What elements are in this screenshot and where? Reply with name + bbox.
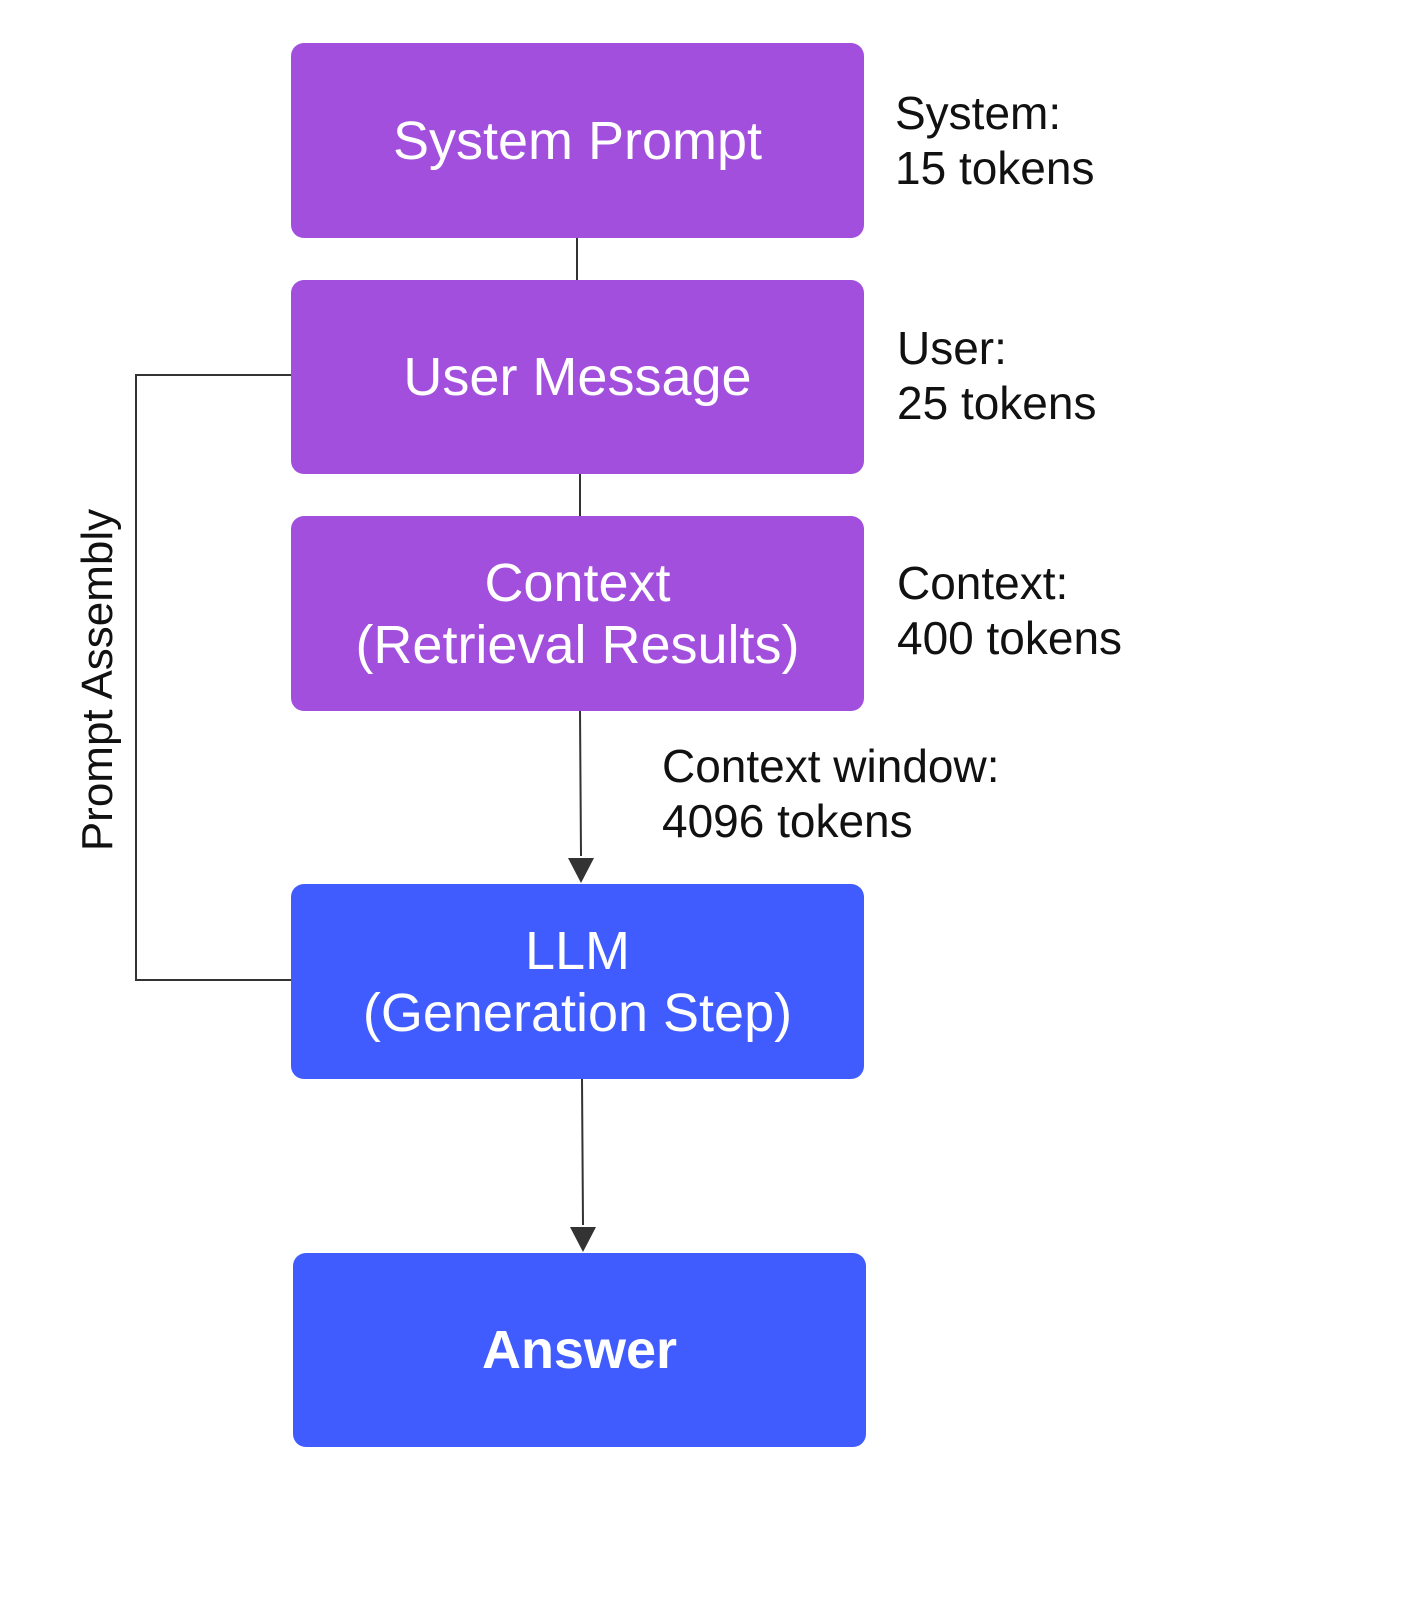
user-token-count: 25 tokens <box>897 377 1097 429</box>
context-token-title: Context: <box>897 557 1069 609</box>
arrow-context-to-llm-head <box>568 858 594 883</box>
system-token-title: System: <box>895 87 1062 139</box>
context-sublabel: (Retrieval Results) <box>355 614 800 675</box>
user-message-node: User Message <box>291 280 864 474</box>
user-token-note: User: 25 tokens <box>897 321 1096 431</box>
llm-node: LLM (Generation Step) <box>291 884 864 1079</box>
context-token-note: Context: 400 tokens <box>897 556 1122 666</box>
context-window-title: Context window: <box>662 740 1000 792</box>
user-token-title: User: <box>897 322 1007 374</box>
system-prompt-node: System Prompt <box>291 43 864 238</box>
system-token-count: 15 tokens <box>895 142 1095 194</box>
context-window-note: Context window: 4096 tokens <box>662 739 1000 849</box>
prompt-assembly-label: Prompt Assembly <box>73 508 122 852</box>
context-node: Context (Retrieval Results) <box>291 516 864 711</box>
system-token-note: System: 15 tokens <box>895 86 1094 196</box>
context-window-count: 4096 tokens <box>662 795 913 847</box>
arrow-llm-to-answer <box>581 1078 584 1226</box>
context-label: Context <box>484 552 671 613</box>
prompt-assembly-bracket <box>135 374 291 981</box>
llm-sublabel: (Generation Step) <box>362 982 793 1043</box>
system-prompt-label: System Prompt <box>392 110 763 171</box>
arrow-llm-to-answer-head <box>570 1227 596 1252</box>
context-token-count: 400 tokens <box>897 612 1123 664</box>
arrow-context-to-llm <box>579 710 582 857</box>
answer-node: Answer <box>293 1253 866 1447</box>
llm-label: LLM <box>524 920 631 981</box>
user-message-label: User Message <box>403 347 752 407</box>
answer-label: Answer <box>481 1320 678 1380</box>
